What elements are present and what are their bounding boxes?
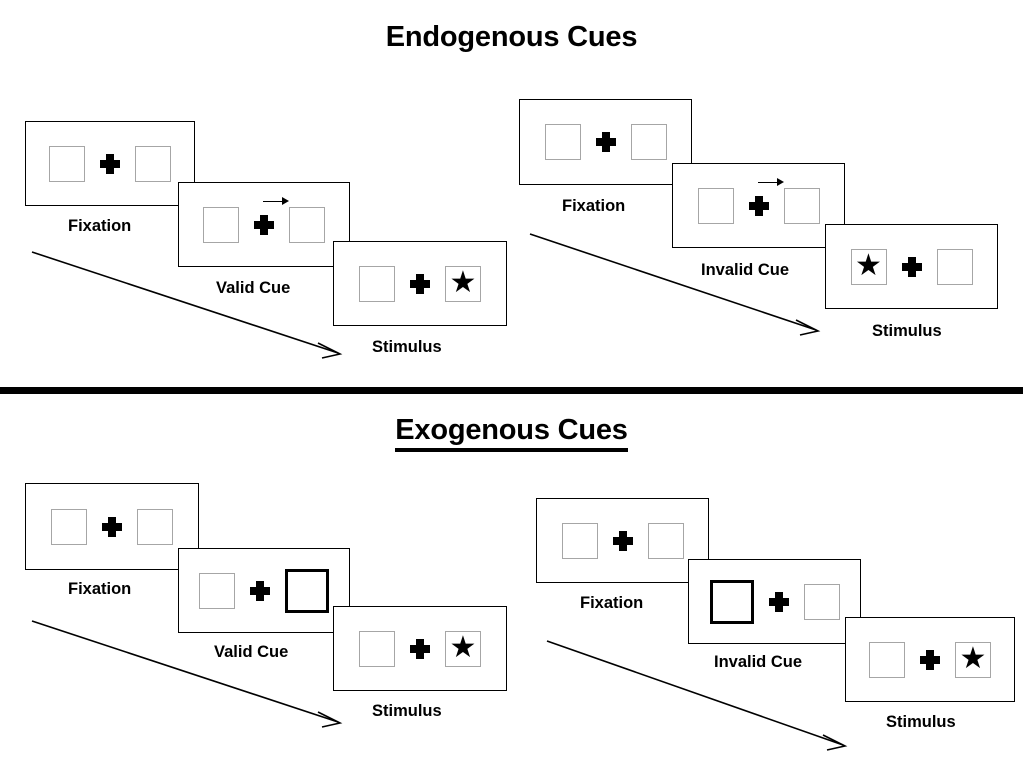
placeholder-box-right: [137, 508, 173, 545]
panel-endogenous-valid-cue: [178, 182, 350, 267]
arrow-head: [282, 197, 289, 205]
plus-icon: [97, 151, 123, 177]
caption-valid-cue: Valid Cue: [214, 643, 289, 661]
placeholder-box-left: [697, 187, 734, 224]
placeholder-box-right: [803, 583, 840, 620]
section-title-endogenous: Endogenous Cues: [385, 21, 638, 53]
frame-content: ★: [334, 242, 506, 325]
placeholder-box-right: [630, 124, 667, 160]
panel-exogenous-invalid-stimulus: ★: [845, 617, 1015, 702]
placeholder-box-right: [936, 248, 973, 285]
placeholder-box-left: [359, 630, 395, 667]
star-icon: ★: [959, 641, 987, 675]
frame-content: [673, 164, 844, 247]
panel-exogenous-valid-cue: [178, 548, 350, 633]
caption-fixation: Fixation: [68, 217, 132, 235]
section-title-exogenous: Exogenous Cues: [0, 414, 1023, 452]
panel-endogenous-invalid-fixation: [519, 99, 692, 185]
panel-endogenous-invalid-stimulus: ★: [825, 224, 998, 309]
placeholder-box-left: [561, 522, 598, 559]
plus-icon: [899, 254, 925, 280]
diagonal-arrow-icon: [31, 620, 343, 728]
caption-stimulus: Stimulus: [872, 322, 942, 340]
panel-endogenous-valid-fixation: [25, 121, 195, 206]
placeholder-box-left: [869, 641, 905, 678]
panel-endogenous-invalid-cue: [672, 163, 845, 248]
star-icon: ★: [449, 265, 477, 299]
section-title-exogenous-text: Exogenous Cues: [395, 414, 628, 452]
time-flow-arrow-exogenous-valid: [30, 617, 350, 732]
panel-endogenous-valid-stimulus: ★: [333, 241, 507, 326]
frame-content: [179, 183, 349, 266]
placeholder-box-left: [359, 265, 395, 302]
frame-content: [520, 100, 691, 184]
placeholder-box-right-target: ★: [445, 630, 481, 667]
frame-content: [26, 122, 194, 205]
plus-icon: [247, 578, 273, 604]
cue-box-right-highlighted: [285, 568, 329, 613]
placeholder-box-left: [544, 124, 581, 160]
caption-stimulus: Stimulus: [886, 713, 956, 731]
plus-icon: [99, 514, 125, 540]
arrow-shaft: [263, 200, 284, 203]
plus-icon: [407, 636, 433, 662]
caption-stimulus: Stimulus: [372, 338, 442, 356]
placeholder-box-right-target: ★: [955, 641, 991, 678]
arrow-right-icon: [263, 197, 289, 207]
frame-content: ★: [846, 618, 1014, 701]
caption-fixation: Fixation: [580, 594, 644, 612]
section-divider: [0, 387, 1023, 394]
plus-icon: [917, 647, 943, 673]
frame-content: ★: [826, 225, 997, 308]
panel-exogenous-invalid-fixation: [536, 498, 709, 583]
placeholder-box-left: [51, 508, 87, 545]
arrow-right-icon: [757, 178, 784, 188]
frame-content: [179, 549, 349, 632]
cue-box-left-highlighted: [709, 579, 754, 624]
frame-content: [26, 484, 198, 569]
time-flow-arrow-exogenous-invalid: [545, 637, 855, 755]
frame-content: [537, 499, 708, 582]
caption-fixation: Fixation: [562, 197, 626, 215]
caption-valid-cue: Valid Cue: [216, 279, 291, 297]
placeholder-box-left: [199, 572, 235, 609]
panel-exogenous-valid-stimulus: ★: [333, 606, 507, 691]
plus-icon: [610, 528, 636, 554]
placeholder-box-right-target: ★: [445, 265, 481, 302]
caption-stimulus: Stimulus: [372, 702, 442, 720]
panel-exogenous-valid-fixation: [25, 483, 199, 570]
arrow-shaft: [757, 181, 779, 184]
caption-fixation: Fixation: [68, 580, 132, 598]
frame-content: [689, 560, 860, 643]
diagonal-arrow-icon: [546, 640, 848, 751]
star-icon: ★: [855, 248, 882, 282]
placeholder-box-left: [203, 206, 239, 243]
placeholder-box-right: [647, 522, 684, 559]
plus-icon: [746, 178, 784, 219]
placeholder-box-right: [289, 206, 325, 243]
frame-content: ★: [334, 607, 506, 690]
plus-icon: [593, 129, 619, 155]
plus-icon: [766, 589, 792, 615]
plus-icon: [407, 271, 433, 297]
star-icon: ★: [449, 630, 477, 664]
caption-invalid-cue: Invalid Cue: [714, 653, 803, 671]
placeholder-box-left-target: ★: [850, 248, 887, 285]
arrow-head: [776, 178, 784, 186]
placeholder-box-right: [783, 187, 820, 224]
placeholder-box-left: [49, 145, 85, 182]
plus-icon: [251, 197, 289, 238]
panel-exogenous-invalid-cue: [688, 559, 861, 644]
placeholder-box-right: [135, 145, 171, 182]
caption-invalid-cue: Invalid Cue: [701, 261, 790, 279]
